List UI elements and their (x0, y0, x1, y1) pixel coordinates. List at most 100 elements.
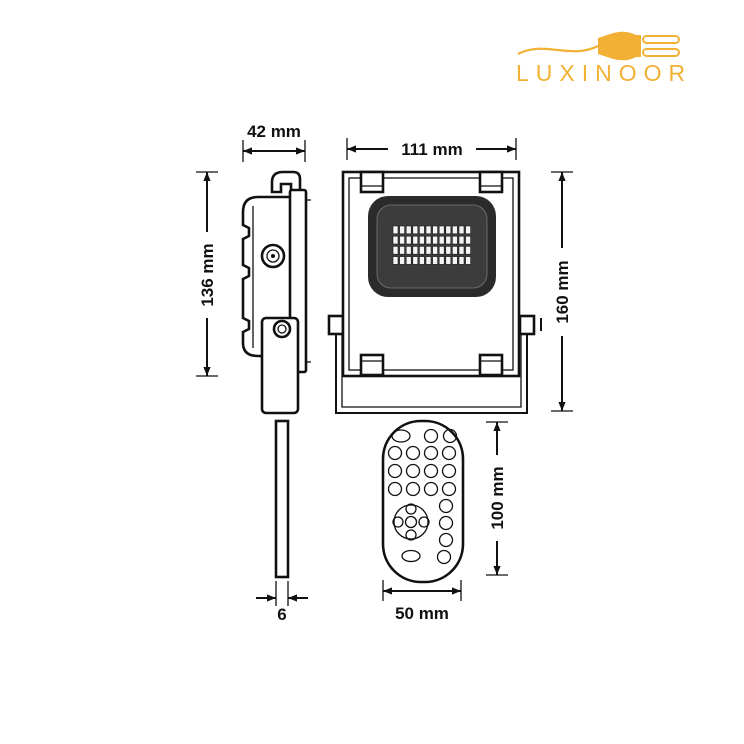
remote-button (418, 516, 430, 528)
led-chip (452, 235, 458, 245)
led-chip (399, 256, 405, 265)
led-chip (465, 256, 471, 265)
remote-button (423, 445, 439, 461)
remote-button (405, 529, 417, 541)
dimension-label: 160 mm (553, 260, 572, 323)
led-chip (412, 256, 419, 265)
remote-button (436, 549, 452, 565)
led-grid (392, 225, 471, 265)
led-chip (458, 225, 465, 235)
led-chip (438, 256, 445, 265)
remote-button (387, 481, 403, 497)
remote-button (405, 463, 421, 479)
led-chip (432, 246, 438, 255)
led-chip (405, 235, 412, 245)
led-chip (425, 246, 432, 255)
plug-icon (517, 31, 680, 61)
led-chip (425, 225, 432, 235)
remote-button (392, 516, 404, 528)
remote-button (438, 532, 454, 548)
front-view (327, 170, 542, 414)
led-chip (425, 256, 432, 265)
led-chip (438, 246, 445, 255)
remote-button (391, 429, 411, 443)
led-chip (392, 256, 399, 265)
side-bolt (260, 243, 286, 269)
remote-button (423, 481, 439, 497)
remote-button (405, 445, 421, 461)
corner-clip (359, 170, 385, 194)
led-chip (438, 235, 445, 245)
remote-button (423, 428, 439, 444)
led-chip (445, 235, 452, 245)
remote-button (438, 515, 454, 531)
bracket-bolt (272, 319, 292, 339)
led-chip (392, 235, 399, 245)
dimension-label: 42 mm (247, 122, 301, 141)
led-chip (412, 246, 419, 255)
led-chip (445, 246, 452, 255)
dimension-side-height: 136 mm (196, 171, 218, 377)
remote-button (401, 549, 421, 563)
remote-dpad (393, 504, 429, 540)
mounting-bracket (335, 320, 528, 414)
remote-button (423, 463, 439, 479)
led-chip (452, 225, 458, 235)
led-chip (419, 256, 425, 265)
led-chip (412, 235, 419, 245)
led-chip (419, 225, 425, 235)
remote-button (387, 445, 403, 461)
dimension-side-width: 42 mm (242, 122, 306, 162)
led-chip (438, 225, 445, 235)
led-chip (432, 256, 438, 265)
corner-clip (478, 353, 504, 377)
dimension-remote-height: 100 mm (486, 421, 508, 576)
led-chip (405, 256, 412, 265)
dimension-label: 50 mm (395, 604, 449, 623)
led-chip (419, 235, 425, 245)
remote-body (381, 419, 465, 584)
led-chip (458, 235, 465, 245)
bracket-tab-left (327, 314, 345, 336)
dimension-remote-width: 50 mm (382, 580, 462, 623)
led-chip (445, 225, 452, 235)
remote-button (404, 515, 418, 529)
led-chip (392, 225, 399, 235)
remote-control (381, 419, 465, 584)
led-chip (432, 225, 438, 235)
dimension-label: 100 mm (488, 466, 507, 529)
remote-button (441, 445, 457, 461)
remote-button (442, 428, 458, 444)
mounting-bracket-arm (260, 316, 300, 415)
led-chip (405, 246, 412, 255)
bracket-tab-right (518, 314, 536, 336)
remote-button (441, 463, 457, 479)
corner-clip (478, 170, 504, 194)
dimension-label: 136 mm (198, 243, 217, 306)
led-chip (465, 225, 471, 235)
led-chip (458, 246, 465, 255)
bracket-bar (274, 419, 290, 579)
remote-button (438, 498, 454, 514)
housing-profile (241, 195, 294, 358)
led-chip (445, 256, 452, 265)
led-chip (399, 246, 405, 255)
dimension-label: 111 mm (401, 140, 462, 159)
led-chip (458, 256, 465, 265)
remote-button (441, 481, 457, 497)
led-chip (419, 246, 425, 255)
led-chip (465, 246, 471, 255)
led-chip (399, 225, 405, 235)
led-chip (425, 235, 432, 245)
logo-text: LUXINOOR (516, 60, 692, 86)
remote-button (405, 503, 417, 515)
led-chip (405, 225, 412, 235)
led-chip (392, 246, 399, 255)
brand-logo: LUXINOOR (516, 31, 692, 86)
side-view (241, 170, 311, 579)
led-chip (432, 235, 438, 245)
led-chip (399, 235, 405, 245)
remote-button (405, 481, 421, 497)
dimension-bracket-thickness: 6 (256, 581, 308, 624)
